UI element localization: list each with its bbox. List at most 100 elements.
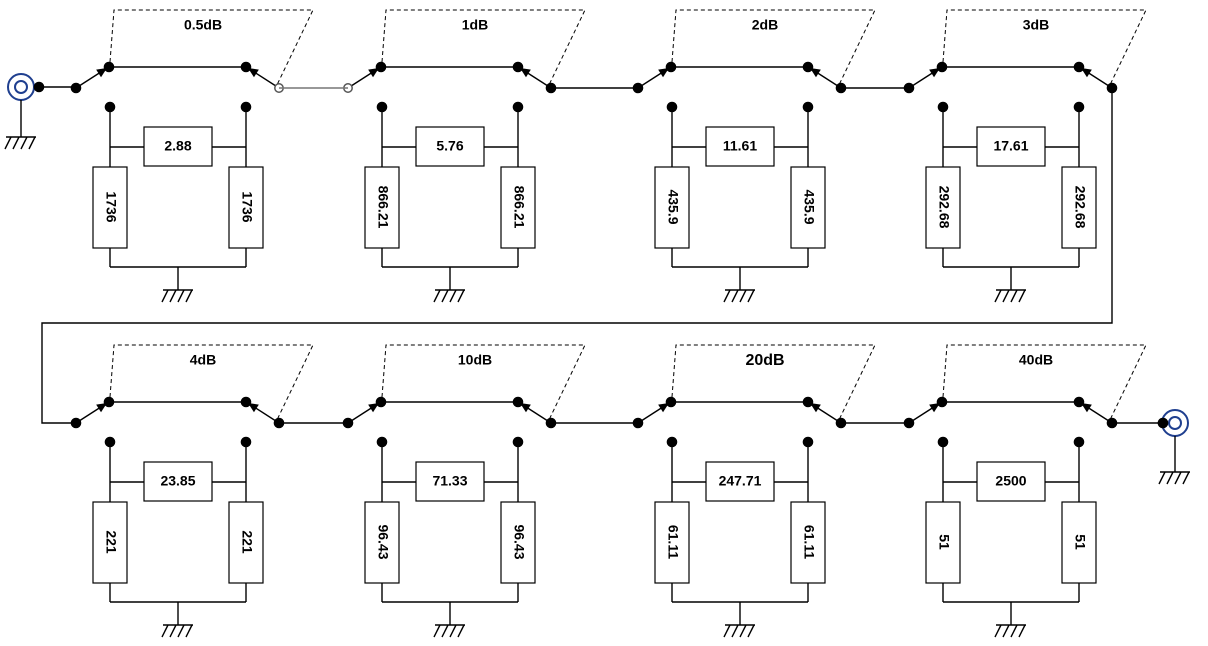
output-pin-front (1157, 417, 1169, 429)
shunt-resistor-left (654, 166, 690, 249)
bypass-contact-right (802, 396, 814, 408)
switch-arrow-right (520, 403, 531, 413)
input-ground (4, 136, 36, 150)
input-connector-icon (4, 73, 76, 150)
shunt-right-value: 292.68 (1072, 186, 1088, 229)
series-resistor (705, 461, 775, 502)
ground-hatch (1018, 624, 1026, 638)
ground-hatch (1166, 471, 1174, 485)
shunt-right-value: 61.11 (801, 525, 817, 559)
ground-hatch (449, 289, 457, 303)
shunt-left-value: 435.9 (665, 189, 681, 224)
switch-arrow-left (368, 68, 379, 78)
ground-hatch (1174, 471, 1182, 485)
ports-layer (4, 73, 1190, 485)
series-resistor-value: 5.76 (436, 138, 463, 154)
section-label: 10dB (458, 352, 492, 368)
switch-arrow-right (810, 68, 821, 78)
shunt-right-value: 435.9 (801, 189, 817, 224)
ground-hatch (433, 624, 441, 638)
bypass-contact-left (936, 61, 948, 73)
shunt-left-value: 292.68 (936, 186, 952, 229)
series-resistor (143, 126, 213, 167)
series-resistor (976, 461, 1046, 502)
series-resistor (705, 126, 775, 167)
shunt-left-value: 96.43 (375, 524, 391, 559)
series-resistor-value: 17.61 (993, 138, 1028, 154)
shunt-resistor-right (500, 501, 536, 584)
bypass-contact-left (375, 396, 387, 408)
ground-hatch (723, 289, 731, 303)
ground-hatch (185, 624, 193, 638)
ground-hatch (449, 624, 457, 638)
shunt-resistor-left (92, 501, 128, 584)
shunt-right-value: 51 (1072, 534, 1088, 550)
section-label: 2dB (752, 17, 778, 33)
ground-hatch (723, 624, 731, 638)
bypass-contact-right (1073, 396, 1085, 408)
series-resistor-value: 71.33 (432, 473, 467, 489)
bypass-contact-right (1073, 61, 1085, 73)
shunt-right-value: 1736 (239, 191, 255, 222)
ground-hatch (1010, 289, 1018, 303)
series-resistor (976, 126, 1046, 167)
bypass-contact-left (665, 396, 677, 408)
switch-arrow-right (248, 68, 259, 78)
shunt-left-value: 866.21 (375, 186, 391, 229)
ground-hatch (161, 624, 169, 638)
ground-hatch (1182, 471, 1190, 485)
switch-arrow-left (929, 68, 940, 78)
ground-hatch (177, 289, 185, 303)
ground-hatch (1158, 471, 1166, 485)
wires-layer (41, 87, 1113, 424)
section-label: 40dB (1019, 352, 1053, 368)
shunt-resistor-left (925, 166, 961, 249)
wire-row-return (41, 88, 1113, 424)
series-resistor-value: 2500 (995, 473, 1026, 489)
ground-hatch (739, 624, 747, 638)
bypass-contact-left (665, 61, 677, 73)
ground-hatch (169, 289, 177, 303)
section-label: 1dB (462, 17, 488, 33)
switch-arrow-left (658, 403, 669, 413)
bypass-contact-right (240, 396, 252, 408)
ground-hatch (457, 624, 465, 638)
bypass-contact-right (512, 61, 524, 73)
ground-hatch (457, 289, 465, 303)
ground-hatch (441, 624, 449, 638)
ground-hatch (747, 624, 755, 638)
ground-symbol (433, 289, 465, 303)
shunt-left-value: 221 (103, 530, 119, 554)
ground-hatch (731, 289, 739, 303)
series-resistor (415, 126, 485, 167)
ground-hatch (1010, 624, 1018, 638)
series-resistor (143, 461, 213, 502)
switch-arrow-left (96, 403, 107, 413)
shunt-resistor-right (1061, 166, 1097, 249)
section-label: 3dB (1023, 17, 1049, 33)
series-resistor-value: 23.85 (160, 473, 195, 489)
series-resistor-value: 2.88 (164, 138, 191, 154)
shunt-resistor-right (1061, 501, 1097, 584)
ground-symbol (723, 289, 755, 303)
ground-symbol (723, 624, 755, 638)
ground-hatch (28, 136, 36, 150)
switch-arrow-left (929, 403, 940, 413)
ground-symbol (161, 624, 193, 638)
shunt-resistor-right (790, 166, 826, 249)
switch-arrow-right (248, 403, 259, 413)
switch-arrow-right (810, 403, 821, 413)
series-resistor-value: 247.71 (719, 473, 762, 489)
section-in-node (70, 82, 82, 94)
ground-hatch (4, 136, 12, 150)
switch-arrow-left (96, 68, 107, 78)
ground-hatch (1002, 624, 1010, 638)
ground-hatch (161, 289, 169, 303)
ground-symbol (433, 624, 465, 638)
ground-hatch (433, 289, 441, 303)
